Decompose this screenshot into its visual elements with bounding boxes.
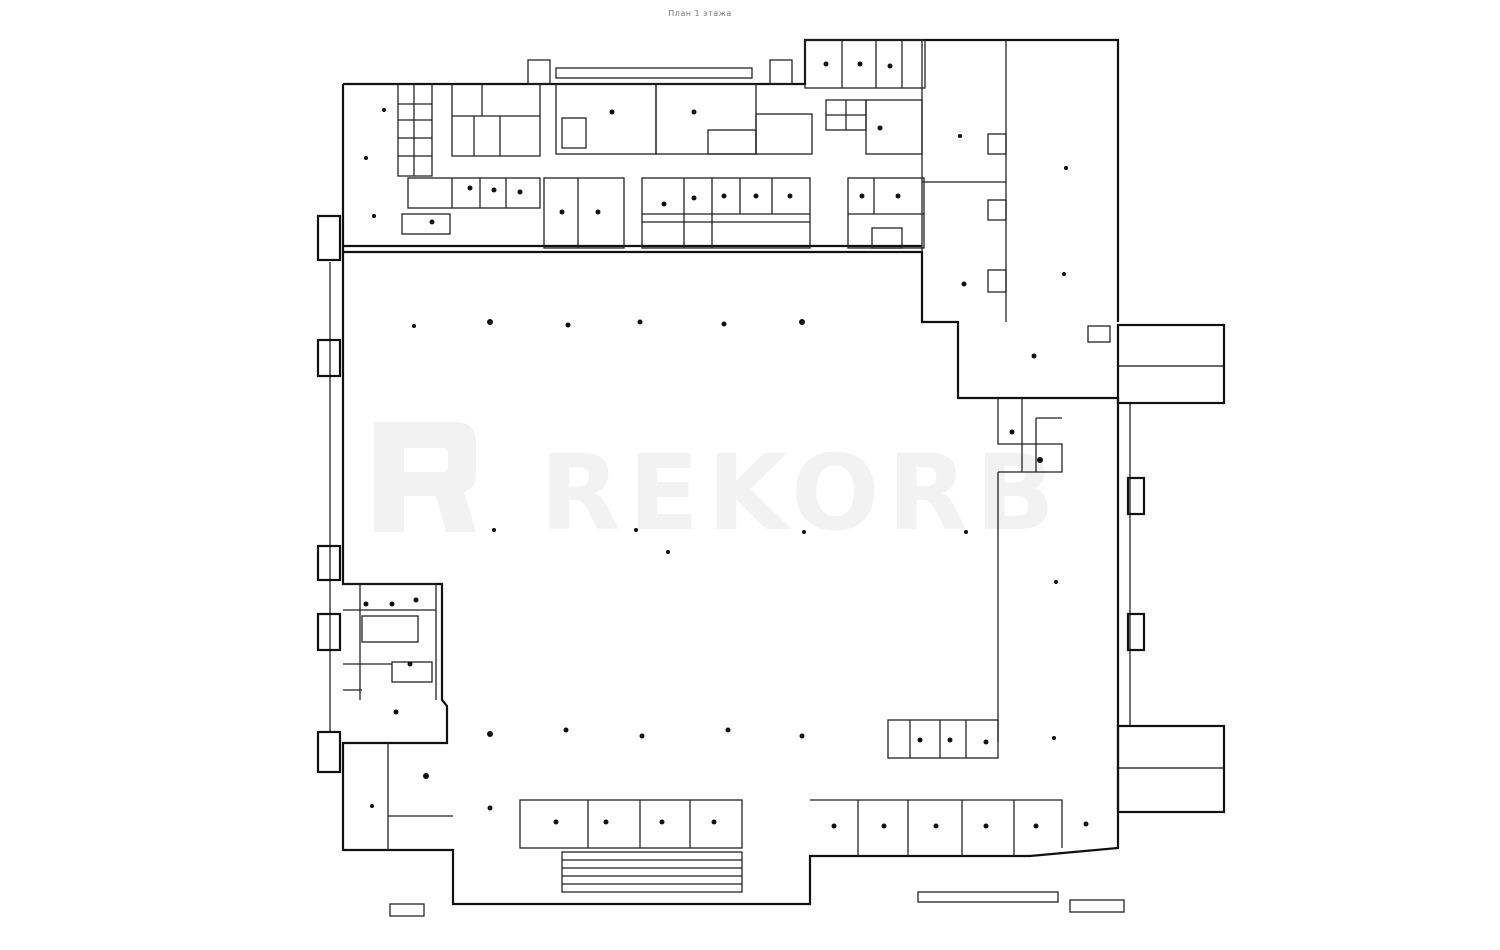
logo-r-icon bbox=[374, 422, 476, 532]
west-exit-2 bbox=[316, 544, 342, 582]
east-exit-1 bbox=[1126, 476, 1146, 516]
north-stair-1 bbox=[527, 59, 551, 85]
east-dock-north bbox=[1116, 323, 1226, 405]
west-stair bbox=[316, 214, 342, 262]
north-office-wall bbox=[343, 38, 1120, 322]
east-dock-south bbox=[1116, 724, 1226, 814]
west-exit-4 bbox=[316, 730, 342, 774]
outer-wall bbox=[341, 250, 1120, 906]
north-stair-2 bbox=[769, 59, 793, 85]
loading-stair bbox=[561, 851, 743, 893]
east-exit-2 bbox=[1126, 612, 1146, 652]
watermark-text: REKORB bbox=[540, 432, 1063, 554]
plan-caption: План 1 этажа bbox=[668, 9, 732, 18]
west-exit-1 bbox=[316, 338, 342, 378]
west-exit-3 bbox=[316, 612, 342, 652]
north-stair-3 bbox=[561, 117, 587, 149]
columns bbox=[363, 61, 1089, 829]
